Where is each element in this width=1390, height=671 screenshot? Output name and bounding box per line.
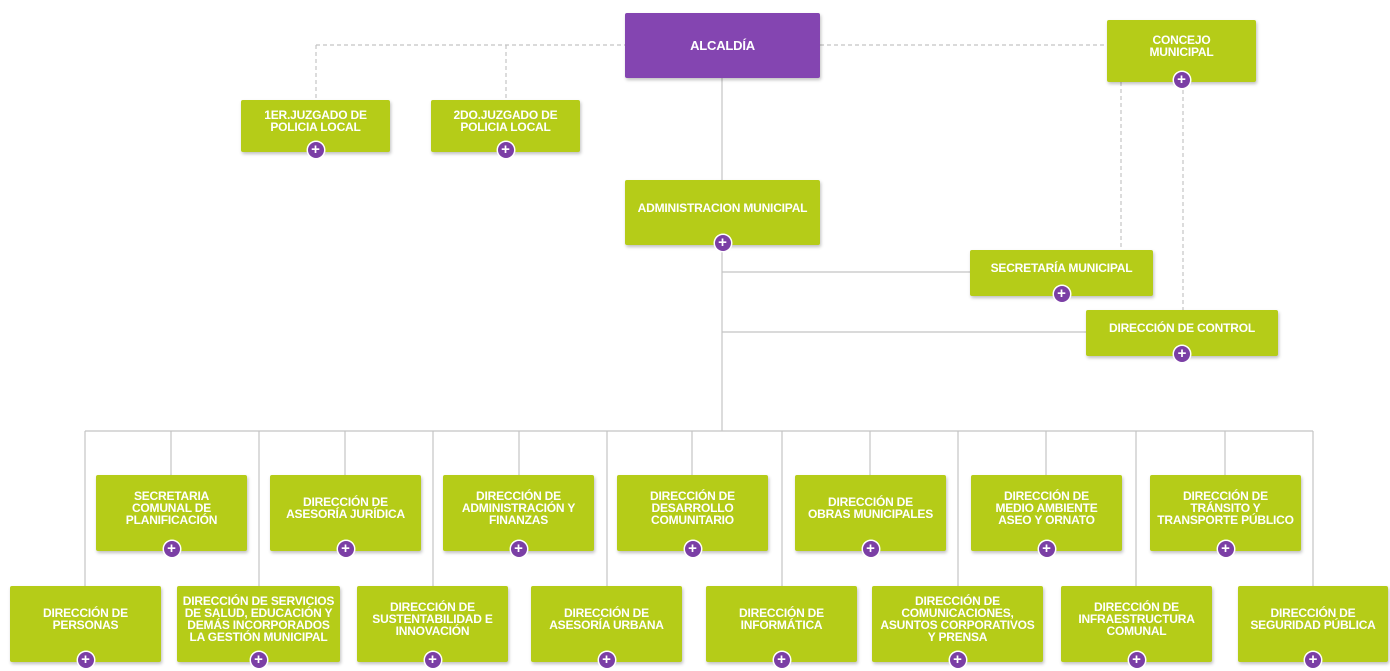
node-lower-3[interactable]: DIRECCIÓN DE SUSTENTABILIDAD E INNOVACIÓ… [357, 586, 508, 668]
node-lower-5[interactable]: DIRECCIÓN DE INFORMÁTICA + [706, 586, 857, 668]
node-upper-7[interactable]: DIRECCIÓN DE TRÁNSITO Y TRANSPORTE PÚBLI… [1150, 475, 1301, 557]
expand-plus-icon[interactable]: + [510, 541, 527, 557]
node-label: 2DO.JUZGADO DE POLICIA LOCAL [453, 108, 558, 134]
node-label: SECRETARÍA MUNICIPAL [990, 261, 1133, 275]
node-concejo-municipal[interactable]: CONCEJO MUNICIPAL + [1107, 20, 1256, 88]
node-label: DIRECCIÓN DE ADMINISTRACIÓN Y FINANZAS [461, 489, 576, 527]
node-lower-4[interactable]: DIRECCIÓN DE ASESORÍA URBANA + [531, 586, 682, 668]
expand-plus-icon[interactable]: + [307, 142, 324, 158]
node-lower-1[interactable]: DIRECCIÓN DE PERSONAS + [10, 586, 161, 668]
node-label: DIRECCIÓN DE INFRAESTRUCTURA COMUNAL [1078, 600, 1195, 638]
node-label: ADMINISTRACION MUNICIPAL [637, 200, 808, 215]
expand-plus-icon[interactable]: + [1053, 286, 1070, 302]
expand-plus-icon[interactable]: + [598, 652, 615, 668]
expand-plus-icon[interactable]: + [684, 541, 701, 557]
node-label: 1ER.JUZGADO DE POLICIA LOCAL [264, 108, 367, 134]
expand-plus-icon[interactable]: + [250, 652, 267, 668]
expand-plus-icon[interactable]: + [773, 652, 790, 668]
expand-plus-icon[interactable]: + [1173, 72, 1190, 88]
node-label: ALCALDÍA [690, 37, 755, 53]
node-label: SECRETARIA COMUNAL DE PLANIFICACIÓN [125, 489, 218, 527]
node-upper-1[interactable]: SECRETARIA COMUNAL DE PLANIFICACIÓN + [96, 475, 247, 557]
node-upper-2[interactable]: DIRECCIÓN DE ASESORÍA JURÍDICA + [270, 475, 421, 557]
node-lower-2[interactable]: DIRECCIÓN DE SERVICIOS DE SALUD, EDUCACI… [177, 586, 340, 668]
dashed-connectors [315, 44, 1184, 310]
expand-plus-icon[interactable]: + [1174, 346, 1190, 362]
node-label: DIRECCIÓN DE OBRAS MUNICIPALES [807, 495, 934, 521]
expand-plus-icon[interactable]: + [337, 541, 354, 557]
expand-plus-icon[interactable]: + [163, 541, 180, 557]
node-administracion-municipal[interactable]: ADMINISTRACION MUNICIPAL + [625, 180, 820, 251]
node-direccion-control[interactable]: DIRECCIÓN DE CONTROL + [1086, 310, 1278, 362]
node-label: DIRECCIÓN DE ASESORÍA URBANA [549, 606, 664, 632]
node-upper-5[interactable]: DIRECCIÓN DE OBRAS MUNICIPALES + [795, 475, 946, 557]
expand-plus-icon[interactable]: + [1217, 541, 1234, 557]
expand-plus-icon[interactable]: + [424, 652, 441, 668]
node-label: DIRECCIÓN DE SERVICIOS DE SALUD, EDUCACI… [182, 594, 335, 644]
node-upper-3[interactable]: DIRECCIÓN DE ADMINISTRACIÓN Y FINANZAS + [443, 475, 594, 557]
node-lower-8[interactable]: DIRECCIÓN DE SEGURIDAD PÚBLICA + [1238, 586, 1388, 668]
node-lower-6[interactable]: DIRECCIÓN DE COMUNICACIONES, ASUNTOS COR… [872, 586, 1043, 668]
node-label: DIRECCIÓN DE PERSONAS [43, 606, 128, 632]
node-upper-4[interactable]: DIRECCIÓN DE DESARROLLO COMUNITARIO + [617, 475, 768, 557]
solid-connectors [84, 78, 1314, 586]
node-label: DIRECCIÓN DE INFORMÁTICA [739, 606, 824, 632]
node-label: DIRECCIÓN DE SEGURIDAD PÚBLICA [1250, 606, 1376, 632]
node-juzgado-2[interactable]: 2DO.JUZGADO DE POLICIA LOCAL + [431, 100, 580, 158]
node-alcaldia[interactable]: ALCALDÍA [625, 13, 820, 78]
node-label: CONCEJO MUNICIPAL [1149, 33, 1214, 59]
expand-plus-icon[interactable]: + [714, 235, 731, 251]
node-juzgado-1[interactable]: 1ER.JUZGADO DE POLICIA LOCAL + [241, 100, 390, 158]
expand-plus-icon[interactable]: + [77, 652, 94, 668]
node-label: DIRECCIÓN DE ASESORÍA JURÍDICA [286, 495, 405, 521]
node-label: DIRECCIÓN DE SUSTENTABILIDAD E INNOVACIÓ… [372, 600, 493, 638]
node-label: DIRECCIÓN DE MEDIO AMBIENTE ASEO Y ORNAT… [995, 489, 1098, 527]
expand-plus-icon[interactable]: + [862, 541, 879, 557]
expand-plus-icon[interactable]: + [1038, 541, 1055, 557]
node-label: DIRECCIÓN DE TRÁNSITO Y TRANSPORTE PÚBLI… [1157, 489, 1294, 527]
expand-plus-icon[interactable]: + [1305, 652, 1321, 668]
node-label: DIRECCIÓN DE COMUNICACIONES, ASUNTOS COR… [880, 594, 1035, 644]
node-lower-7[interactable]: DIRECCIÓN DE INFRAESTRUCTURA COMUNAL + [1061, 586, 1212, 668]
expand-plus-icon[interactable]: + [1128, 652, 1145, 668]
expand-plus-icon[interactable]: + [497, 142, 514, 158]
expand-plus-icon[interactable]: + [949, 652, 966, 668]
node-secretaria-municipal[interactable]: SECRETARÍA MUNICIPAL + [970, 250, 1153, 302]
node-label: DIRECCIÓN DE CONTROL [1108, 321, 1255, 335]
node-upper-6[interactable]: DIRECCIÓN DE MEDIO AMBIENTE ASEO Y ORNAT… [971, 475, 1122, 557]
node-label: DIRECCIÓN DE DESARROLLO COMUNITARIO [650, 489, 735, 527]
